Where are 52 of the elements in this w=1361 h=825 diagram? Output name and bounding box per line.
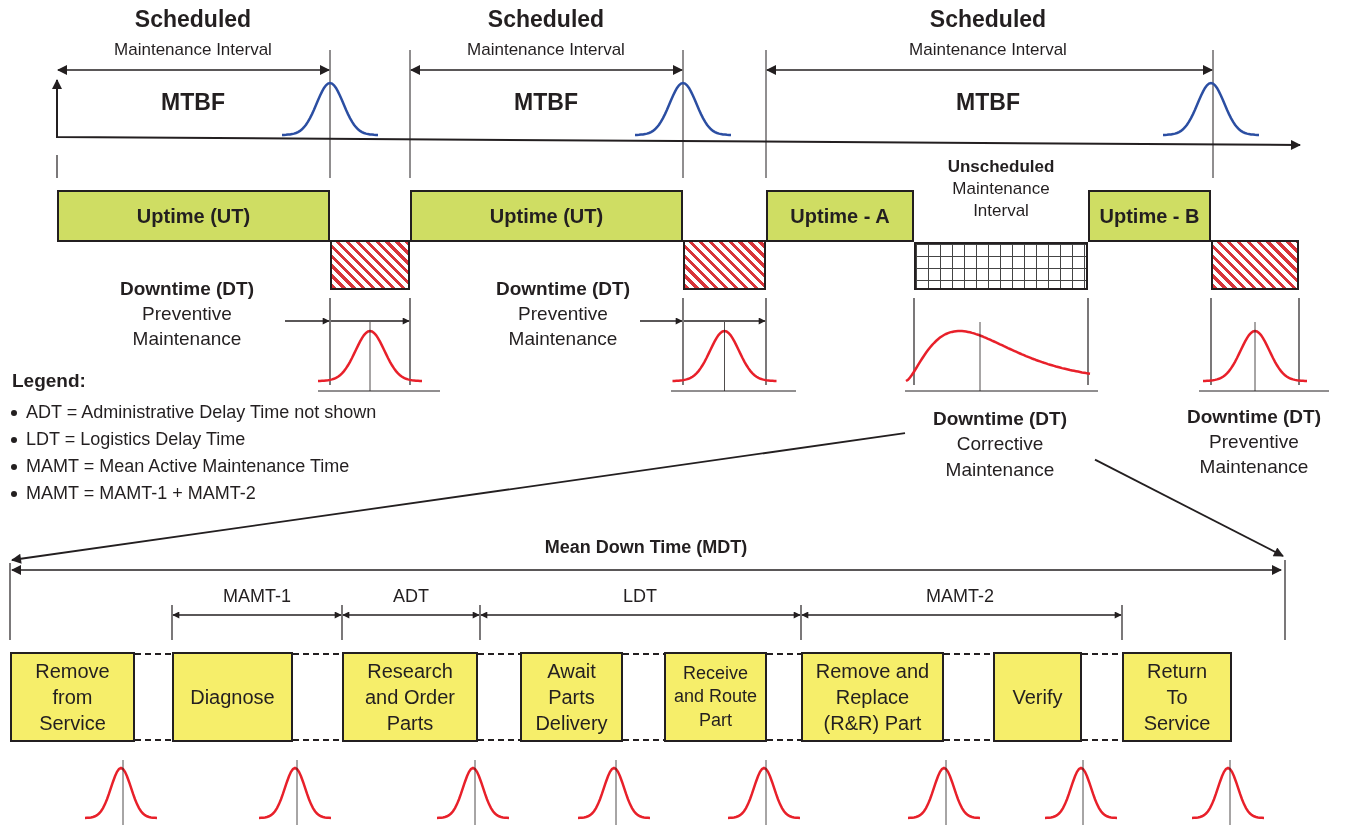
bar-heading: Unscheduled: [947, 156, 1055, 178]
legend-item: MAMT = Mean Active Maintenance Time: [8, 456, 350, 477]
mtbf-label: MTBF: [513, 88, 579, 117]
hatched-downtime-bar: [1211, 240, 1299, 290]
hatched-downtime-bar: [683, 240, 766, 290]
dashed-connector: [766, 739, 802, 741]
arrow: [11, 432, 906, 564]
dashed-connector: [766, 653, 802, 655]
process-box: Research and Order Parts: [342, 652, 478, 742]
dashed-connector: [134, 739, 173, 741]
process-box: Receive and Route Part: [664, 652, 767, 742]
dimension-label: ADT: [392, 585, 430, 608]
downtime-heading: Downtime (DT): [494, 277, 631, 301]
downtime-heading: Downtime (DT): [118, 277, 255, 301]
mtbf-label: MTBF: [955, 88, 1021, 117]
legend-heading: Legend:: [12, 369, 86, 393]
hatched-downtime-bar: [330, 240, 410, 290]
legend-item: MAMT = MAMT-1 + MAMT-2: [8, 483, 256, 504]
legend-item: LDT = Logistics Delay Time: [8, 429, 246, 450]
interval-heading: Scheduled: [928, 5, 1048, 34]
interval-caption: Maintenance Interval: [466, 39, 626, 61]
dimension-label: LDT: [622, 585, 658, 608]
downtime-heading: Downtime (DT): [932, 406, 1067, 431]
dashed-connector: [477, 653, 521, 655]
uptime-bar: Uptime - A: [766, 190, 914, 242]
process-box: Remove and Replace (R&R) Part: [801, 652, 944, 742]
process-box: Await Parts Delivery: [520, 652, 623, 742]
downtime-caption: Preventive Maintenance: [1198, 430, 1310, 479]
downtime-caption: Preventive Maintenance: [507, 302, 619, 351]
process-box: Remove from Service: [10, 652, 135, 742]
interval-caption: Maintenance Interval: [908, 39, 1068, 61]
process-box: Diagnose: [172, 652, 293, 742]
downtime-caption: Preventive Maintenance: [131, 302, 243, 351]
interval-caption: Maintenance Interval: [113, 39, 273, 61]
dashed-connector: [134, 653, 173, 655]
interval-heading: Scheduled: [486, 5, 606, 34]
uptime-bar: Uptime (UT): [57, 190, 330, 242]
dimension-label: MAMT-1: [222, 585, 292, 608]
mtbf-label: MTBF: [160, 88, 226, 117]
dimension-label: Mean Down Time (MDT): [543, 536, 749, 559]
arrow: [1094, 458, 1284, 557]
uptime-bar: Uptime - B: [1088, 190, 1211, 242]
downtime-caption: Corrective Maintenance: [944, 432, 1056, 482]
process-box: Return To Service: [1122, 652, 1232, 742]
downtime-heading: Downtime (DT): [1185, 405, 1322, 429]
interval-heading: Scheduled: [133, 5, 253, 34]
uptime-bar: Uptime (UT): [410, 190, 683, 242]
bar-caption: Maintenance Interval: [951, 178, 1051, 223]
process-box: Verify: [993, 652, 1082, 742]
dashed-connector: [477, 739, 521, 741]
dimension-label: MAMT-2: [925, 585, 995, 608]
legend-item: ADT = Administrative Delay Time not shown: [8, 402, 377, 423]
